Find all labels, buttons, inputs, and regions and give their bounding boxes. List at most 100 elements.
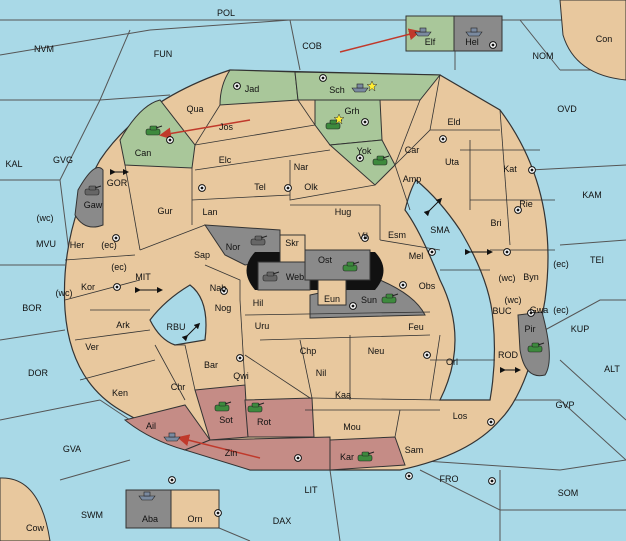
army-icon[interactable] xyxy=(250,235,268,246)
attack-arrow-ail xyxy=(177,434,261,459)
land-label-chp: Chp xyxy=(300,346,317,356)
supply-center-icon xyxy=(488,477,496,485)
fleet-icon[interactable] xyxy=(138,491,156,501)
land-label-nil: Nil xyxy=(316,368,327,378)
sea-label-dor: DOR xyxy=(28,368,49,378)
army-icon[interactable] xyxy=(145,125,163,136)
land-label-car: Car xyxy=(405,145,420,155)
land-label-rot: Rot xyxy=(257,417,272,427)
land-label-sch: Sch xyxy=(329,85,345,95)
land-label-bri: Bri xyxy=(491,218,502,228)
army-icon[interactable] xyxy=(247,402,265,413)
land-label-nab: Nab xyxy=(210,283,227,293)
army-icon[interactable] xyxy=(357,451,375,462)
land-label-qua: Qua xyxy=(186,104,203,114)
land-label-wc2: (wc) xyxy=(499,273,516,283)
land-label-yok: Yok xyxy=(357,146,372,156)
eun-territory[interactable] xyxy=(317,279,347,306)
land-label-wc3: (wc) xyxy=(56,288,73,298)
sea-label-nom: NOM xyxy=(533,51,554,61)
fleet-icon[interactable] xyxy=(351,83,369,93)
sea-label-gvg: GVG xyxy=(53,155,73,165)
sea-label-cow: Cow xyxy=(26,523,45,533)
land-label-rie: Rie xyxy=(519,199,533,209)
fleet-icon[interactable] xyxy=(414,27,432,37)
supply-center-icon xyxy=(294,454,302,462)
land-label-ken: Ken xyxy=(112,388,128,398)
land-label-obs: Obs xyxy=(419,281,436,291)
land-label-nog: Nog xyxy=(215,303,232,313)
sea-label-mvu: MVU xyxy=(36,239,56,249)
land-label-qwi: Qwi xyxy=(233,371,249,381)
fleet-icon[interactable] xyxy=(163,432,181,442)
supply-center-icon xyxy=(113,283,121,291)
sea-label-ovd: OVD xyxy=(557,104,577,114)
supply-center-icon xyxy=(503,248,511,256)
land-label-sam: Sam xyxy=(405,445,424,455)
army-icon[interactable] xyxy=(262,271,280,282)
supply-center-icon xyxy=(166,136,174,144)
army-icon[interactable] xyxy=(325,119,343,130)
land-label-bar: Bar xyxy=(204,360,218,370)
con-land[interactable] xyxy=(559,0,626,81)
sea-label-som: SOM xyxy=(558,488,579,498)
land-label-mel: Mel xyxy=(409,251,424,261)
land-label-grh: Grh xyxy=(344,106,359,116)
land-label-ec3: (ec) xyxy=(553,259,569,269)
sea-label-bor: BOR xyxy=(22,303,42,313)
ost-territory[interactable] xyxy=(304,249,371,281)
jad-territory[interactable] xyxy=(219,69,299,106)
land-label-ost: Ost xyxy=(318,255,333,265)
land-label-tel: Tel xyxy=(254,182,266,192)
double-arrow-sma xyxy=(423,197,443,217)
army-icon[interactable] xyxy=(381,293,399,304)
army-icon[interactable] xyxy=(214,401,232,412)
explosion-icon xyxy=(366,80,378,92)
supply-center-icon xyxy=(198,184,206,192)
army-icon[interactable] xyxy=(342,261,360,272)
land-label-sot: Sot xyxy=(219,415,233,425)
land-label-jos: Jos xyxy=(219,122,234,132)
army-icon[interactable] xyxy=(84,185,102,196)
fleet-icon[interactable] xyxy=(465,27,483,37)
sch-territory[interactable] xyxy=(294,71,442,101)
skr-territory[interactable] xyxy=(279,234,306,266)
sea-label-cob: COB xyxy=(302,41,322,51)
sea-label-rbu: RBU xyxy=(166,322,185,332)
land-label-orn: Orn xyxy=(187,514,202,524)
sea-label-kal: KAL xyxy=(5,159,22,169)
supply-center-icon xyxy=(220,287,228,295)
orn-territory[interactable] xyxy=(170,489,220,529)
army-icon[interactable] xyxy=(527,342,545,353)
land-label-orl: Orl xyxy=(446,357,458,367)
sea-label-tei: TEI xyxy=(590,255,604,265)
sea-label-rod: ROD xyxy=(498,350,519,360)
land-label-kat: Kat xyxy=(503,164,517,174)
zin-territory[interactable] xyxy=(183,436,331,471)
supply-center-icon xyxy=(528,166,536,174)
gaw-territory[interactable] xyxy=(74,167,104,228)
sea-label-gor: GOR xyxy=(107,178,128,188)
sea-label-gva: GVA xyxy=(63,444,81,454)
land-label-gur: Gur xyxy=(157,206,172,216)
units xyxy=(84,27,545,501)
supply-center-icon xyxy=(214,509,222,517)
supply-center-icon xyxy=(233,82,241,90)
sea-label-dax: DAX xyxy=(273,516,292,526)
supply-center-icon xyxy=(236,354,244,362)
supply-center-icon xyxy=(356,154,364,162)
attack-arrow-can xyxy=(159,119,251,140)
land-label-sun: Sun xyxy=(361,295,377,305)
sea-label-buc: BUC xyxy=(492,306,512,316)
land-label-wc4: (wc) xyxy=(505,295,522,305)
land-label-hel: Hel xyxy=(465,37,479,47)
land-label-mou: Mou xyxy=(343,422,361,432)
land-label-eun: Eun xyxy=(324,294,340,304)
land-label-ec4: (ec) xyxy=(553,305,569,315)
army-icon[interactable] xyxy=(372,155,390,166)
supply-center-icon xyxy=(514,206,522,214)
land-label-vil: Vil xyxy=(358,231,368,241)
